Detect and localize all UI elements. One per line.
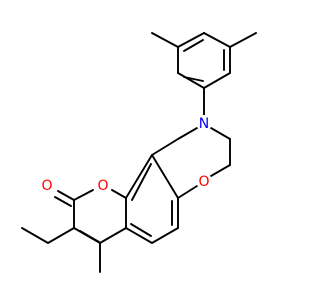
bond — [210, 164, 231, 177]
bond — [125, 154, 153, 199]
pyranone-ring — [54, 189, 127, 244]
bond — [183, 76, 204, 82]
benzene-ring — [125, 154, 179, 244]
oxazine-ring — [151, 127, 231, 199]
bond — [131, 163, 152, 201]
ring-oxygen-label: O — [97, 178, 108, 194]
methyl-bond — [151, 32, 179, 48]
carbonyl-bond — [57, 190, 75, 201]
bond — [177, 185, 198, 199]
nitrogen-atom: N — [196, 115, 212, 132]
bond — [177, 72, 205, 89]
carbonyl-bond — [54, 196, 72, 207]
bond — [203, 72, 231, 89]
bond — [151, 138, 179, 156]
bond — [177, 127, 198, 140]
bond — [151, 154, 179, 199]
bond — [130, 223, 152, 237]
oxazine-oxygen-atom: O — [196, 173, 212, 190]
bond — [151, 227, 179, 244]
xylyl-ring — [151, 32, 257, 89]
ethyl-bond — [47, 227, 75, 244]
bond — [183, 39, 204, 52]
oxazine-oxygen-label: O — [198, 174, 209, 190]
bond — [125, 227, 153, 244]
bond — [99, 227, 127, 244]
molecule-canvas: N O O O — [21, 32, 257, 273]
methyl-bond — [229, 32, 257, 48]
carbonyl-oxygen-atom: O — [39, 177, 55, 194]
structure-drawing: N O O O — [21, 32, 257, 273]
ethyl-bond — [21, 227, 49, 244]
bond — [210, 127, 231, 140]
bond — [177, 32, 205, 48]
carbonyl-oxygen-label: O — [41, 178, 52, 194]
bond — [79, 230, 100, 243]
nitrogen-label: N — [199, 116, 209, 132]
bond — [203, 32, 231, 48]
bond — [73, 189, 94, 201]
bond — [111, 189, 127, 199]
ring-oxygen-atom: O — [95, 177, 111, 194]
